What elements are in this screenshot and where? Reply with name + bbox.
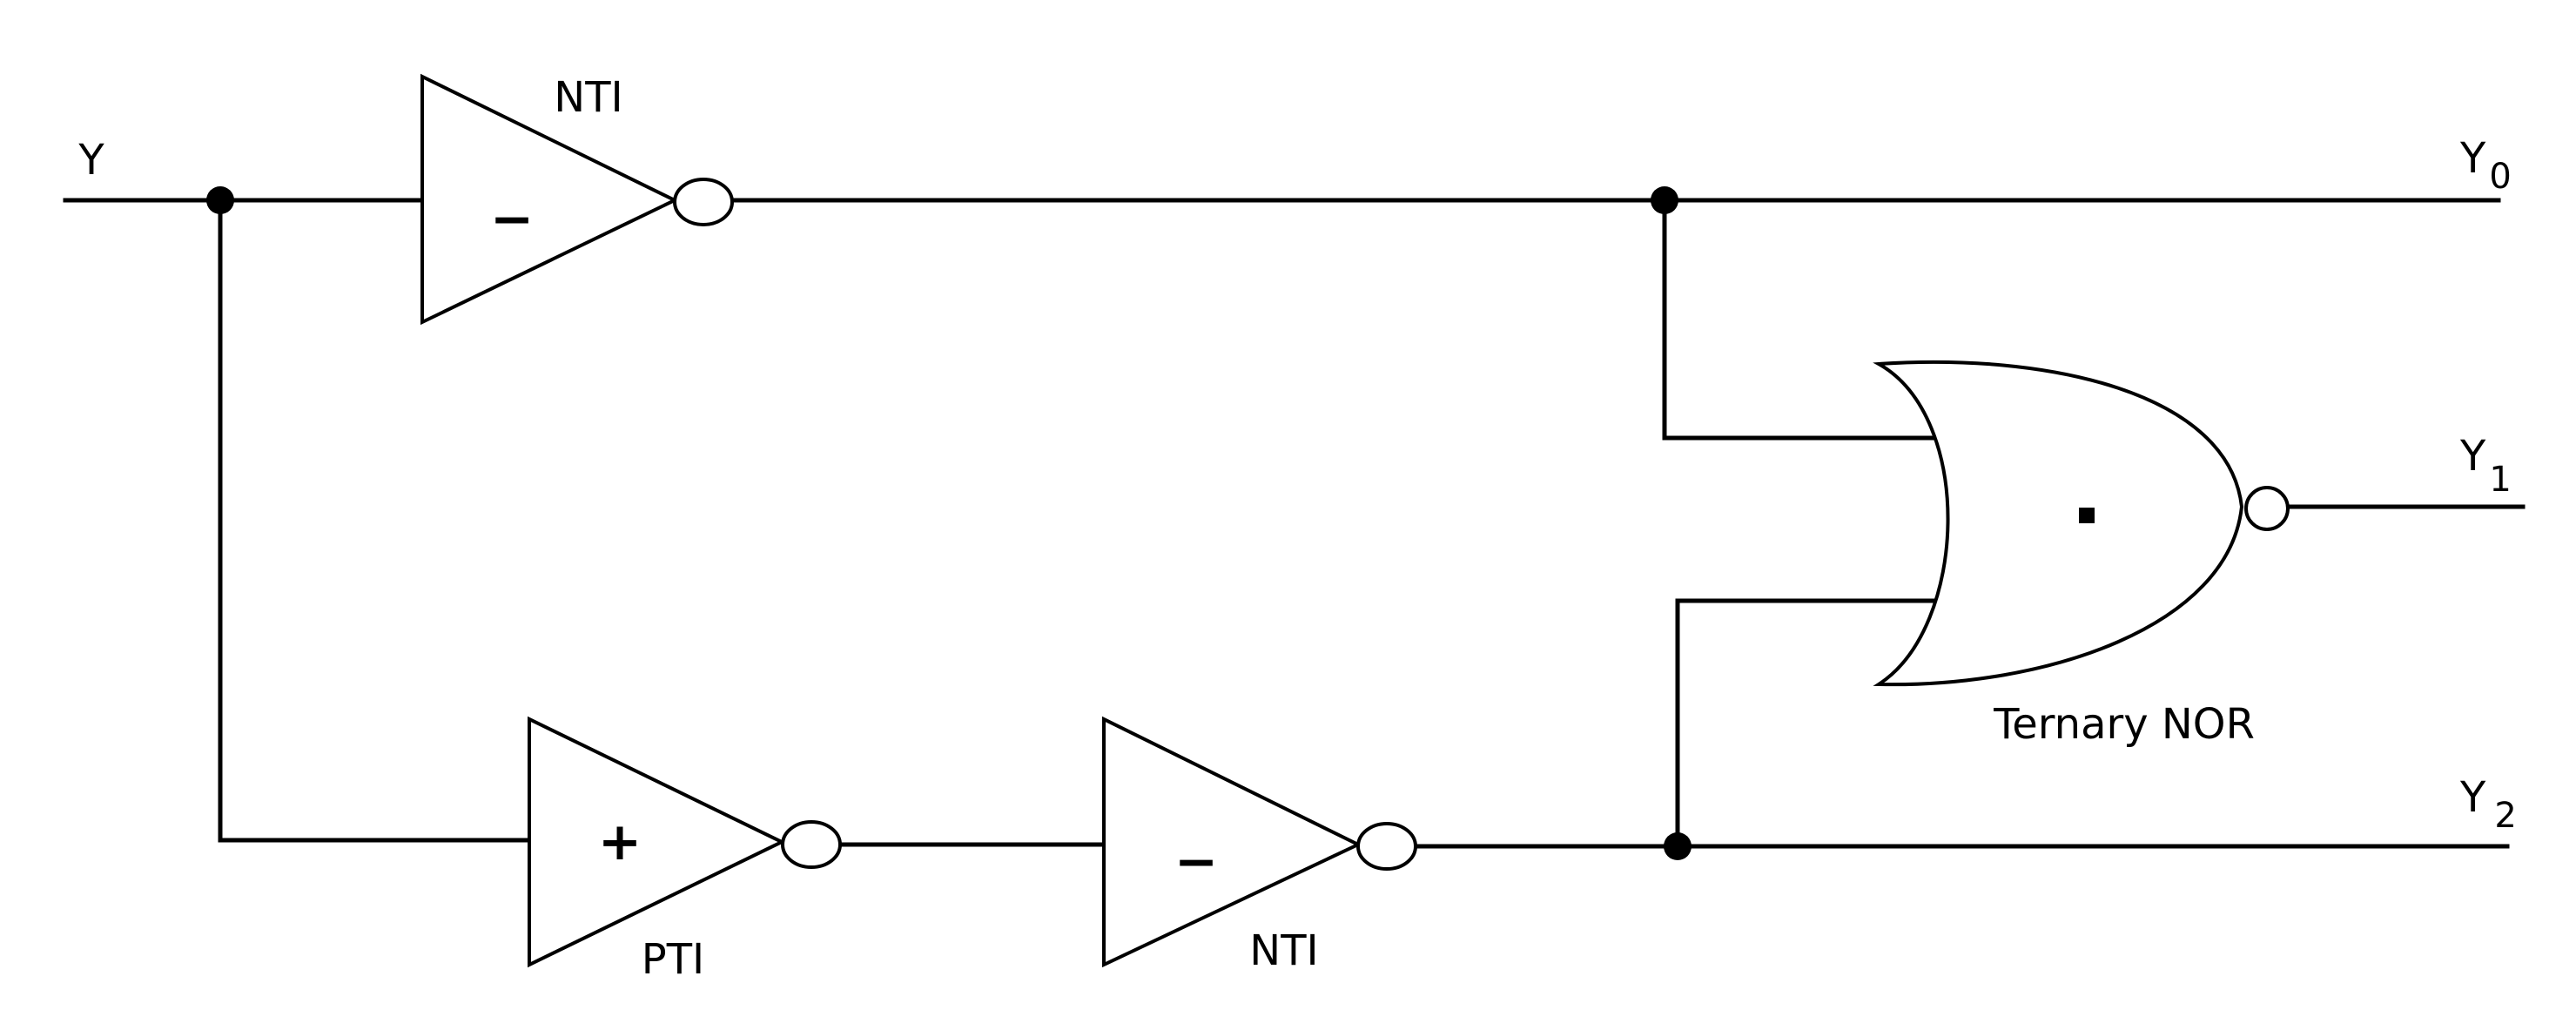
output-y0-sub: 0 — [2489, 157, 2511, 197]
output-y1-base: Y — [2459, 432, 2486, 481]
nti-bottom-triangle — [1102, 716, 1362, 968]
nti-top-symbol: − — [490, 189, 534, 250]
nti-top-label: NTI — [554, 73, 622, 122]
pti-symbol: + — [598, 811, 642, 872]
nor-label: Ternary NOR — [1993, 700, 2255, 749]
nti-bottom-symbol: − — [1174, 831, 1218, 892]
pti-label: PTI — [642, 935, 704, 984]
junction-dot-y2 — [1664, 832, 1692, 860]
wire-y2-to-nor-input2 — [1675, 598, 1937, 849]
nor-symbol — [2079, 508, 2095, 523]
nor-body — [1873, 360, 2244, 687]
nti-bottom-label: NTI — [1249, 926, 1318, 975]
nor-inversion-bubble — [2244, 486, 2290, 531]
wire-y0-to-nor-input1 — [1662, 198, 1937, 441]
nti-top-triangle — [420, 73, 679, 326]
gate-nti-bottom: − NTI — [1102, 716, 1417, 975]
output-y0-base: Y — [2459, 134, 2486, 183]
junction-dot-y0 — [1651, 186, 1678, 214]
junction-dot-input — [206, 186, 234, 214]
nti-bottom-inversion-bubble — [1356, 822, 1417, 871]
gate-nti-top: − NTI — [420, 73, 734, 326]
output-y2-base: Y — [2459, 773, 2486, 822]
pti-inversion-bubble — [781, 820, 842, 869]
gate-pti: + PTI — [528, 716, 842, 984]
output-y1-sub: 1 — [2489, 460, 2511, 500]
input-label: Y — [77, 136, 104, 185]
nti-top-inversion-bubble — [673, 178, 734, 226]
output-y2-sub: 2 — [2494, 796, 2516, 836]
wires — [63, 198, 2526, 849]
gate-ternary-nor: Ternary NOR — [1873, 360, 2290, 749]
pti-triangle — [528, 716, 786, 968]
